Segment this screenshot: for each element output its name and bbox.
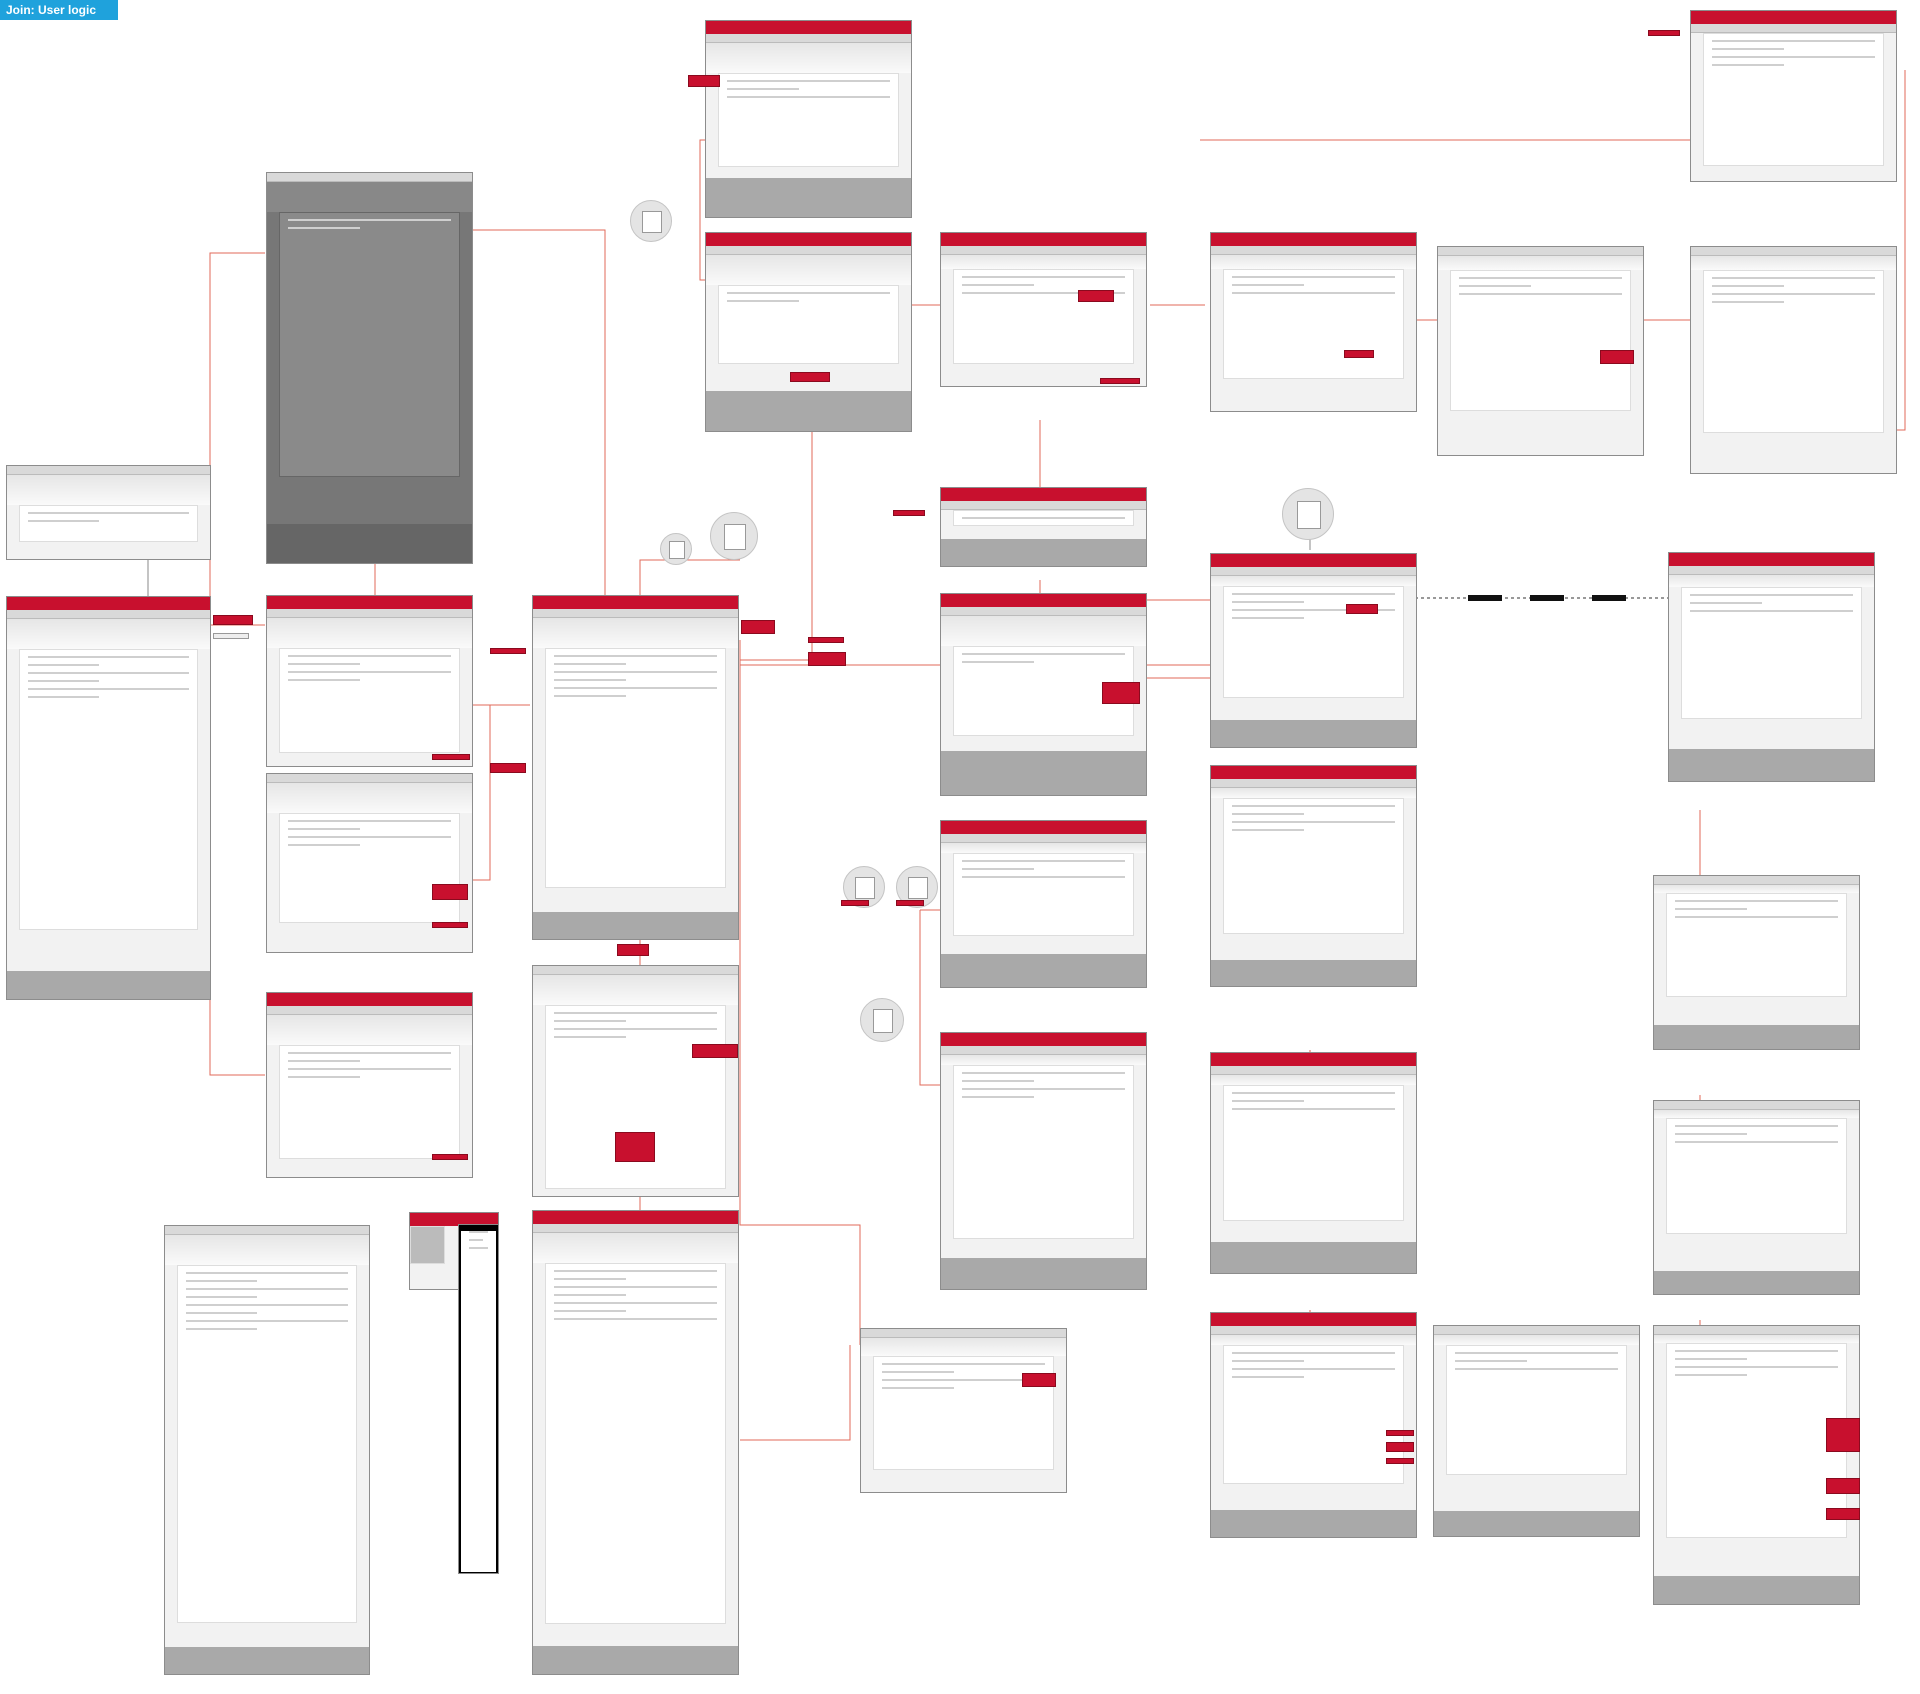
- wireframe-upload-card: [940, 232, 1147, 387]
- annotation-note: [1344, 350, 1374, 358]
- wireframe-email-verified: [1668, 552, 1875, 782]
- wireframe-dashboard-offers: [532, 965, 739, 1197]
- zoom-callout-dropdown: [630, 200, 672, 242]
- annotation-note: [688, 75, 720, 87]
- wireframe-student-details: [1690, 246, 1897, 474]
- wireframe-upload-id: [1437, 246, 1644, 456]
- annotation-note: [1826, 1508, 1860, 1520]
- wireframe-join-step-2: [266, 992, 473, 1178]
- zoom-callout-menu-b: [710, 512, 758, 560]
- annotation-note: [896, 900, 924, 906]
- annotation-note: [432, 884, 468, 900]
- annotation-note: [490, 763, 526, 773]
- wireframe-mobile-feed: [458, 1224, 499, 1574]
- annotation-note: [808, 637, 844, 643]
- annotation-note: [1386, 1458, 1414, 1464]
- wireframe-my-card: [705, 20, 912, 218]
- zoom-callout-select: [860, 998, 904, 1042]
- annotation-note: [1100, 378, 1140, 384]
- annotation-note: [490, 648, 526, 654]
- wireframe-update-details: [940, 820, 1147, 988]
- wireframe-my-card-empty: [705, 232, 912, 432]
- wireframe-notice-bar: [940, 487, 1147, 567]
- annotation-note: [1078, 290, 1114, 302]
- wireframe-homepage-logged-out: [6, 465, 211, 560]
- annotation-note: [432, 1154, 468, 1160]
- wireframe-account-settings-alt-a: [1653, 875, 1860, 1050]
- annotation-note: [1102, 682, 1140, 704]
- annotation-note: [1648, 30, 1680, 36]
- annotation-note: [841, 900, 869, 906]
- annotation-note: [1826, 1418, 1860, 1452]
- zoom-callout-settings: [1282, 488, 1334, 540]
- pathway-step-marker: [1592, 595, 1626, 601]
- wireframe-account-settings-alt-c: [1653, 1325, 1860, 1605]
- wireframe-dashboard-long-b: [532, 1210, 739, 1675]
- diagram-title: Join: User logic pathways: [0, 0, 118, 37]
- annotation-note: [617, 944, 649, 956]
- wireframe-account-settings-edit: [1210, 765, 1417, 987]
- annotation-note: [692, 1044, 738, 1058]
- wireframe-account-settings-prefs-a: [1210, 1312, 1417, 1538]
- wireframe-account-settings: [1210, 553, 1417, 748]
- annotation-note: [1022, 1373, 1056, 1387]
- wireframe-earn-points: [860, 1328, 1067, 1493]
- annotation-note: [432, 754, 470, 760]
- wireframe-account-settings-prefs-b: [1433, 1325, 1640, 1537]
- wireframe-account-settings-password: [1210, 1052, 1417, 1274]
- annotation-note: [1600, 350, 1634, 364]
- wireframe-upload-photo: [1210, 232, 1417, 412]
- wireframe-homepage-join: [6, 596, 211, 1000]
- zoom-callout-menu-a: [660, 533, 692, 565]
- annotation-note: [808, 652, 846, 666]
- annotation-note: [1386, 1442, 1414, 1452]
- wireframe-pagination: [213, 633, 249, 639]
- pathway-step-marker: [1468, 595, 1502, 601]
- annotation-note: [893, 510, 925, 516]
- annotation-note: [213, 615, 253, 625]
- wireframe-update-details-expanded: [940, 1032, 1147, 1290]
- annotation-note: [432, 922, 468, 928]
- annotation-note: [1826, 1478, 1860, 1494]
- wireframe-congratulations: [1690, 10, 1897, 182]
- pathway-step-marker: [1530, 595, 1564, 601]
- wireframe-dashboard-long-a: [164, 1225, 370, 1675]
- wireframe-account-settings-alt-b: [1653, 1100, 1860, 1295]
- wireframe-dashboard-first-login: [532, 595, 739, 940]
- wireframe-join-overlay: [266, 172, 473, 564]
- annotation-note: [790, 372, 830, 382]
- annotation-note: [615, 1132, 655, 1162]
- annotation-note: [1386, 1430, 1414, 1436]
- annotation-note: [741, 620, 775, 634]
- wireframe-join-step-1: [266, 595, 473, 767]
- annotation-note: [1346, 604, 1378, 614]
